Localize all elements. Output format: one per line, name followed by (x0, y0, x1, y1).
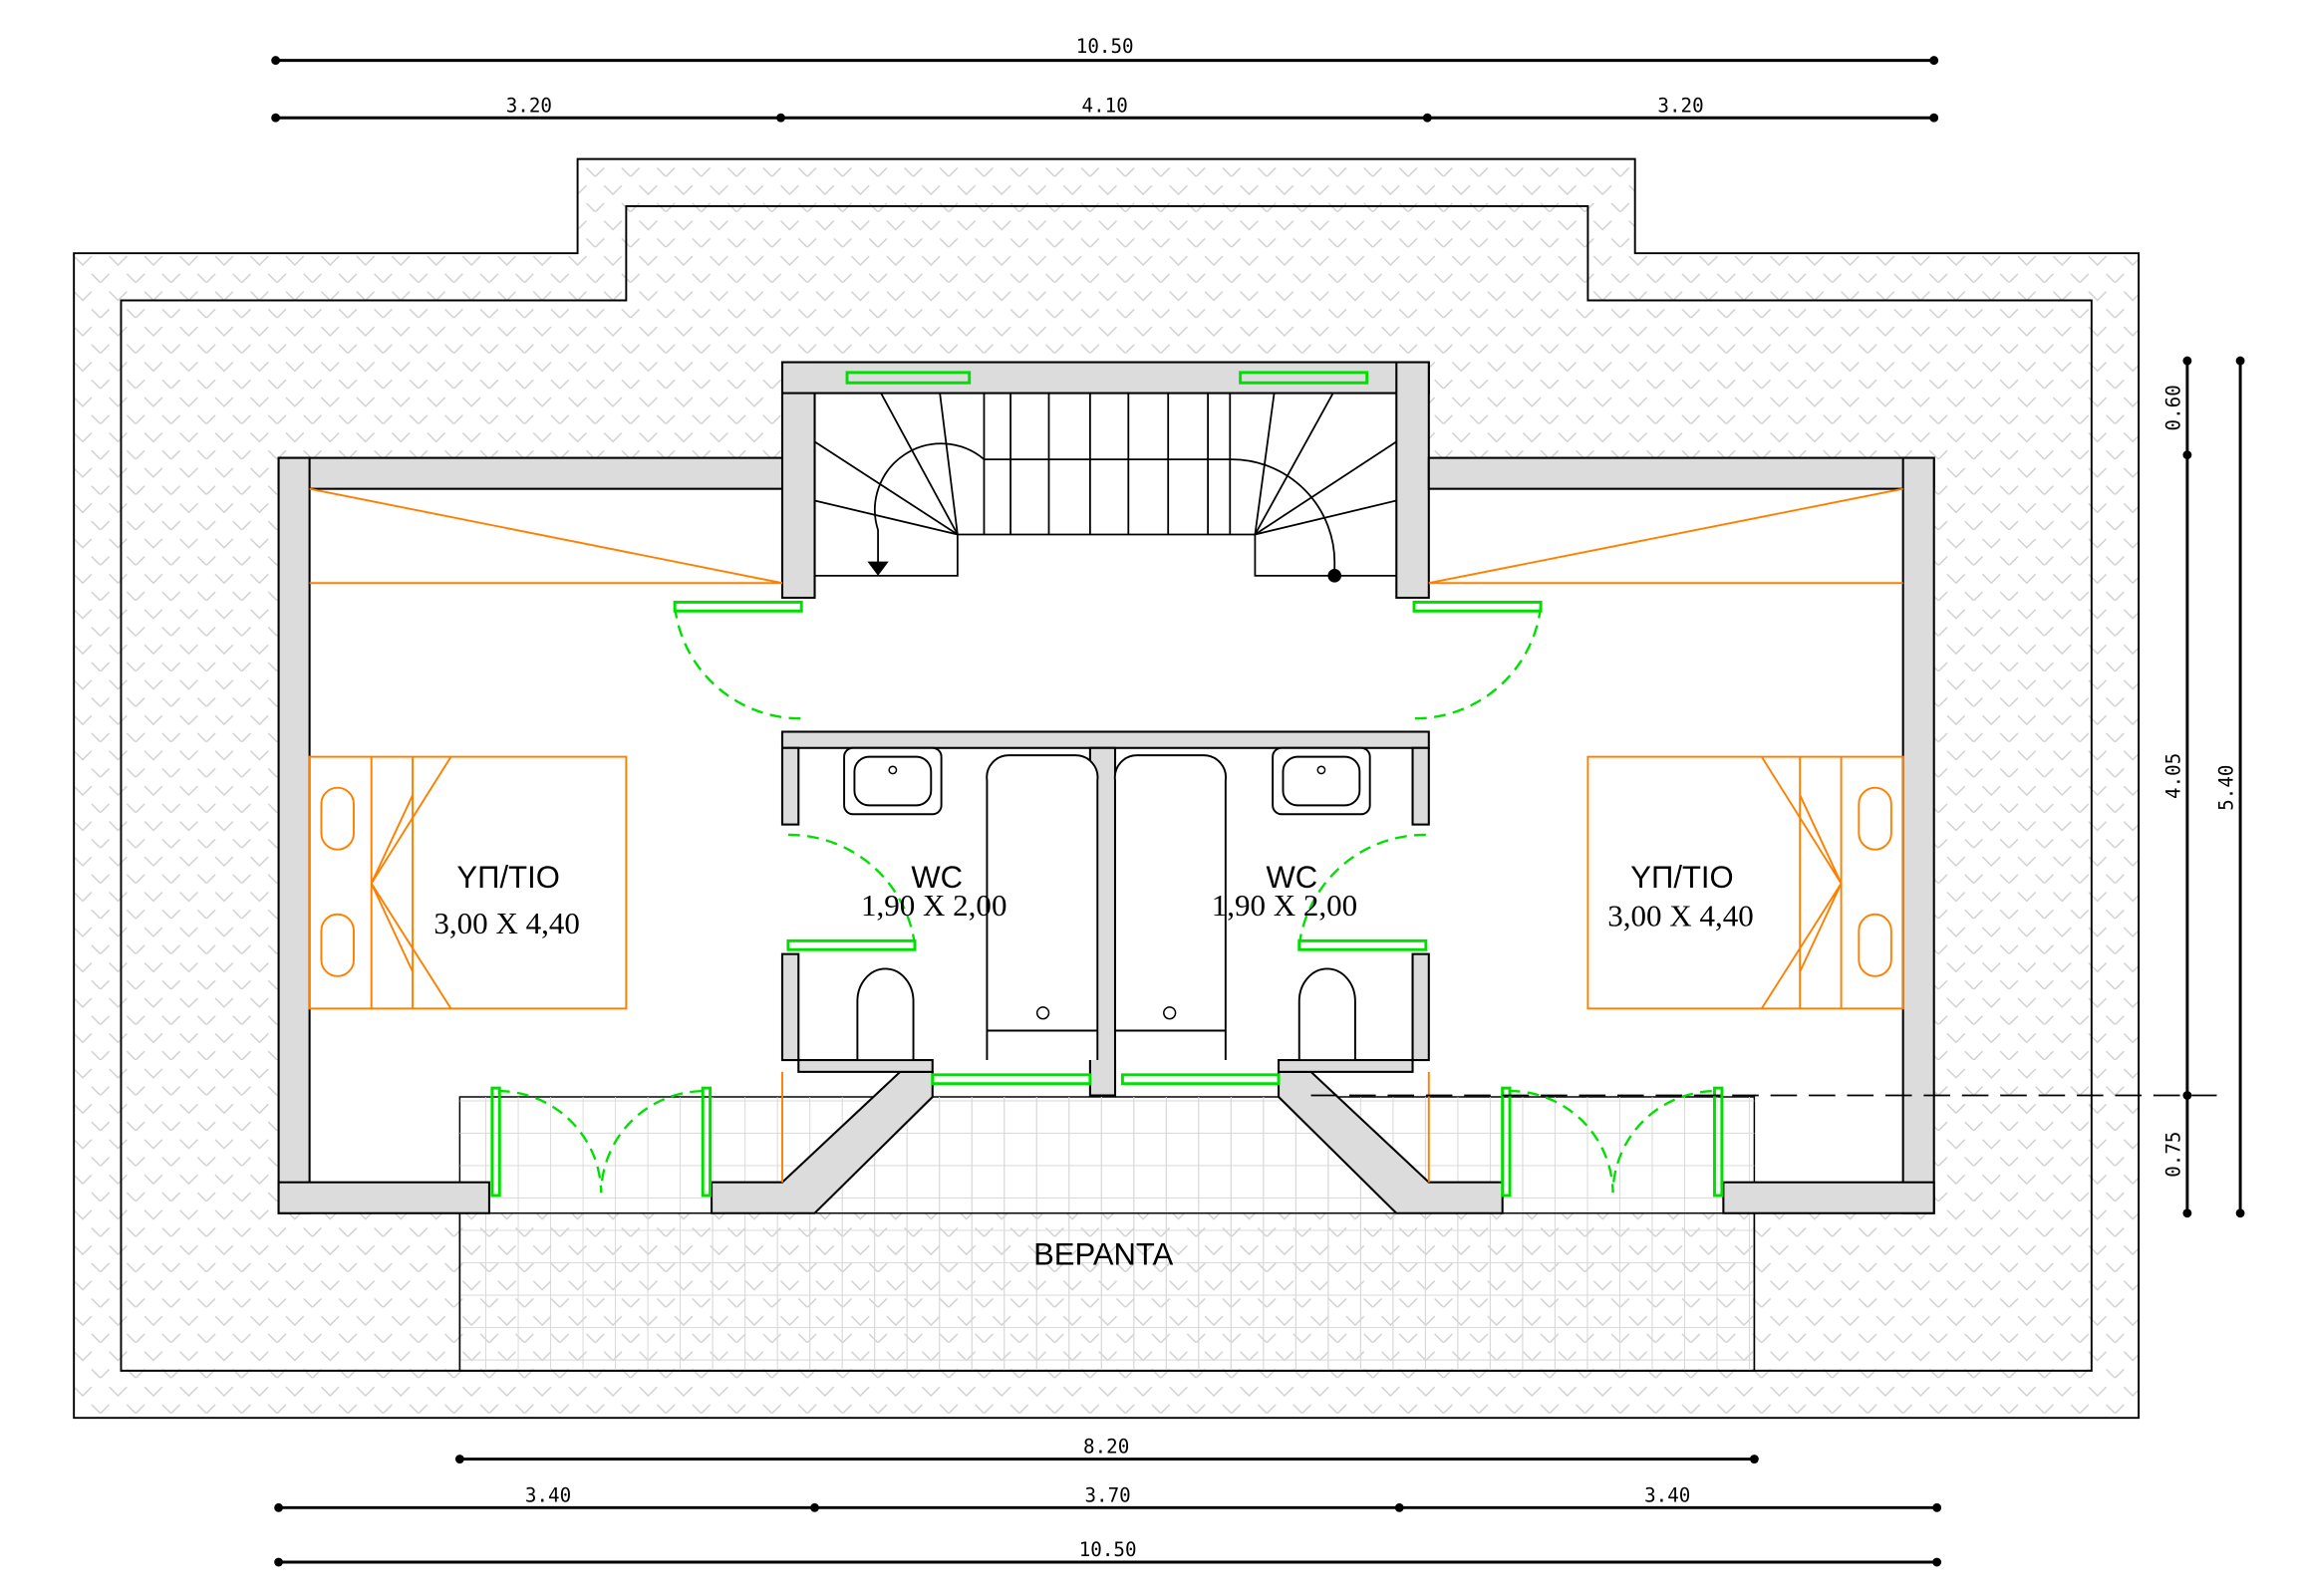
wardrobes (309, 487, 1903, 585)
bed-right (1586, 755, 1904, 1010)
dim-right-seg-2: 4.05 (2162, 753, 2185, 799)
dim-top-seg-2: 4.10 (1082, 94, 1128, 117)
dim-top-seg-3: 3.20 (1657, 94, 1703, 117)
bedroom-left-size: 3,00 X 4,40 (433, 906, 579, 940)
dim-bottom-seg-1: 3.40 (525, 1483, 571, 1506)
dim-bottom-total: 10.50 (1079, 1538, 1137, 1561)
dim-top-total: 10.50 (1076, 35, 1134, 58)
veranda-label: ΒΕΡΑΝΤΑ (1033, 1236, 1173, 1271)
dim-bottom-seg-3: 3.40 (1644, 1483, 1690, 1506)
wc-doors (786, 833, 1428, 951)
dim-bottom-veranda: 8.20 (1083, 1436, 1129, 1459)
dim-right-total: 5.40 (2215, 765, 2238, 811)
wc-left-label: WC (911, 860, 963, 895)
wc-right-size: 1,90 X 2,00 (1212, 888, 1357, 923)
bedroom-right-label: ΥΠ/ΤΙΟ (1630, 860, 1733, 895)
bedroom-left-label: ΥΠ/ΤΙΟ (456, 860, 559, 895)
dim-right-seg-1: 0.60 (2162, 385, 2185, 430)
dim-bottom-seg-2: 3.70 (1084, 1483, 1130, 1506)
windows (845, 371, 1369, 1086)
balcony-doors (490, 1086, 1724, 1197)
dimension-lines (271, 56, 2245, 1567)
bedroom-right-size: 3,00 X 4,40 (1607, 899, 1753, 933)
bed-left (308, 755, 628, 1010)
dim-right-seg-3: 0.75 (2162, 1132, 2185, 1178)
wc-left-size: 1,90 X 2,00 (861, 888, 1006, 923)
wc-right-label: WC (1267, 860, 1318, 895)
dim-top-seg-1: 3.20 (506, 94, 552, 117)
staircase (814, 393, 1397, 583)
hall-doors (673, 600, 1543, 720)
wc-fixtures (781, 746, 1430, 1183)
